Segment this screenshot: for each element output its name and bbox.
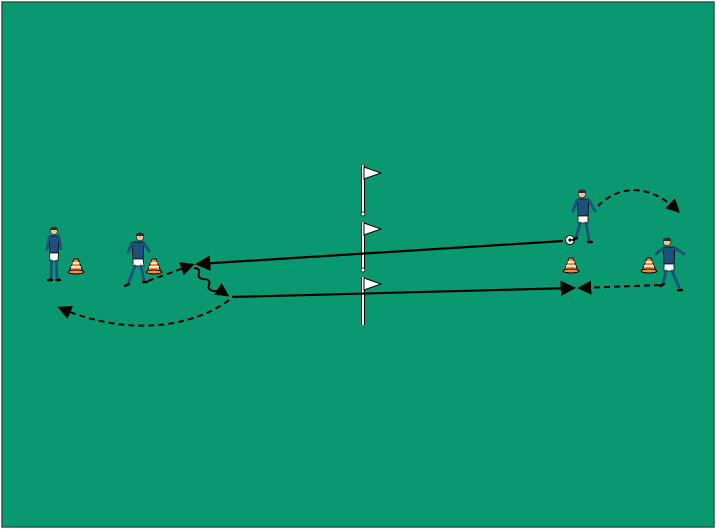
pitch-surface bbox=[2, 2, 714, 527]
training-drill-diagram bbox=[0, 0, 716, 529]
